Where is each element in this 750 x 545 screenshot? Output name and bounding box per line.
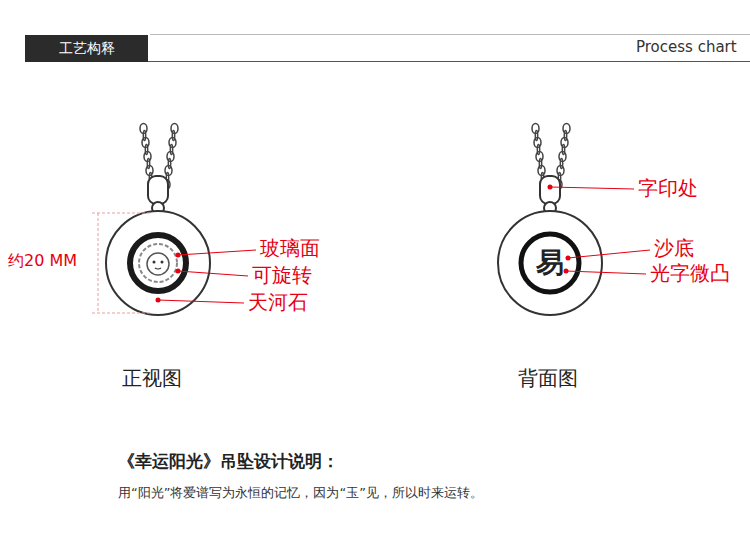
description-text: 用“阳光”将爱谱写为永恒的记忆，因为“玉”见，所以时来运转。 <box>118 485 483 501</box>
callout-label: 天河石 <box>248 290 308 314</box>
callout-label: 玻璃面 <box>260 236 320 260</box>
callout-label: 光字微凸 <box>650 261 730 285</box>
logo-character: 易 <box>536 246 564 280</box>
callout-label: 可旋转 <box>252 263 312 287</box>
front-pendant <box>106 176 210 315</box>
back-pendant <box>498 176 602 315</box>
header-title: 工艺构释 <box>59 40 115 58</box>
description-title: 《幸运阳光》吊坠设计说明： <box>118 451 339 471</box>
dimension-label: 约20 MM <box>8 251 77 270</box>
chain <box>140 124 570 190</box>
header-subtitle: Process chart <box>636 38 737 56</box>
header-tab: 工艺构释 <box>25 35 148 62</box>
view-caption: 正视图 <box>122 366 182 390</box>
dimension-line <box>92 213 150 313</box>
callout-label: 字印处 <box>638 176 698 200</box>
callout-dot <box>156 185 571 303</box>
leader-line <box>158 187 650 303</box>
header-rule <box>150 34 750 35</box>
view-caption: 背面图 <box>518 366 578 390</box>
callout-label: 沙底 <box>654 236 694 260</box>
